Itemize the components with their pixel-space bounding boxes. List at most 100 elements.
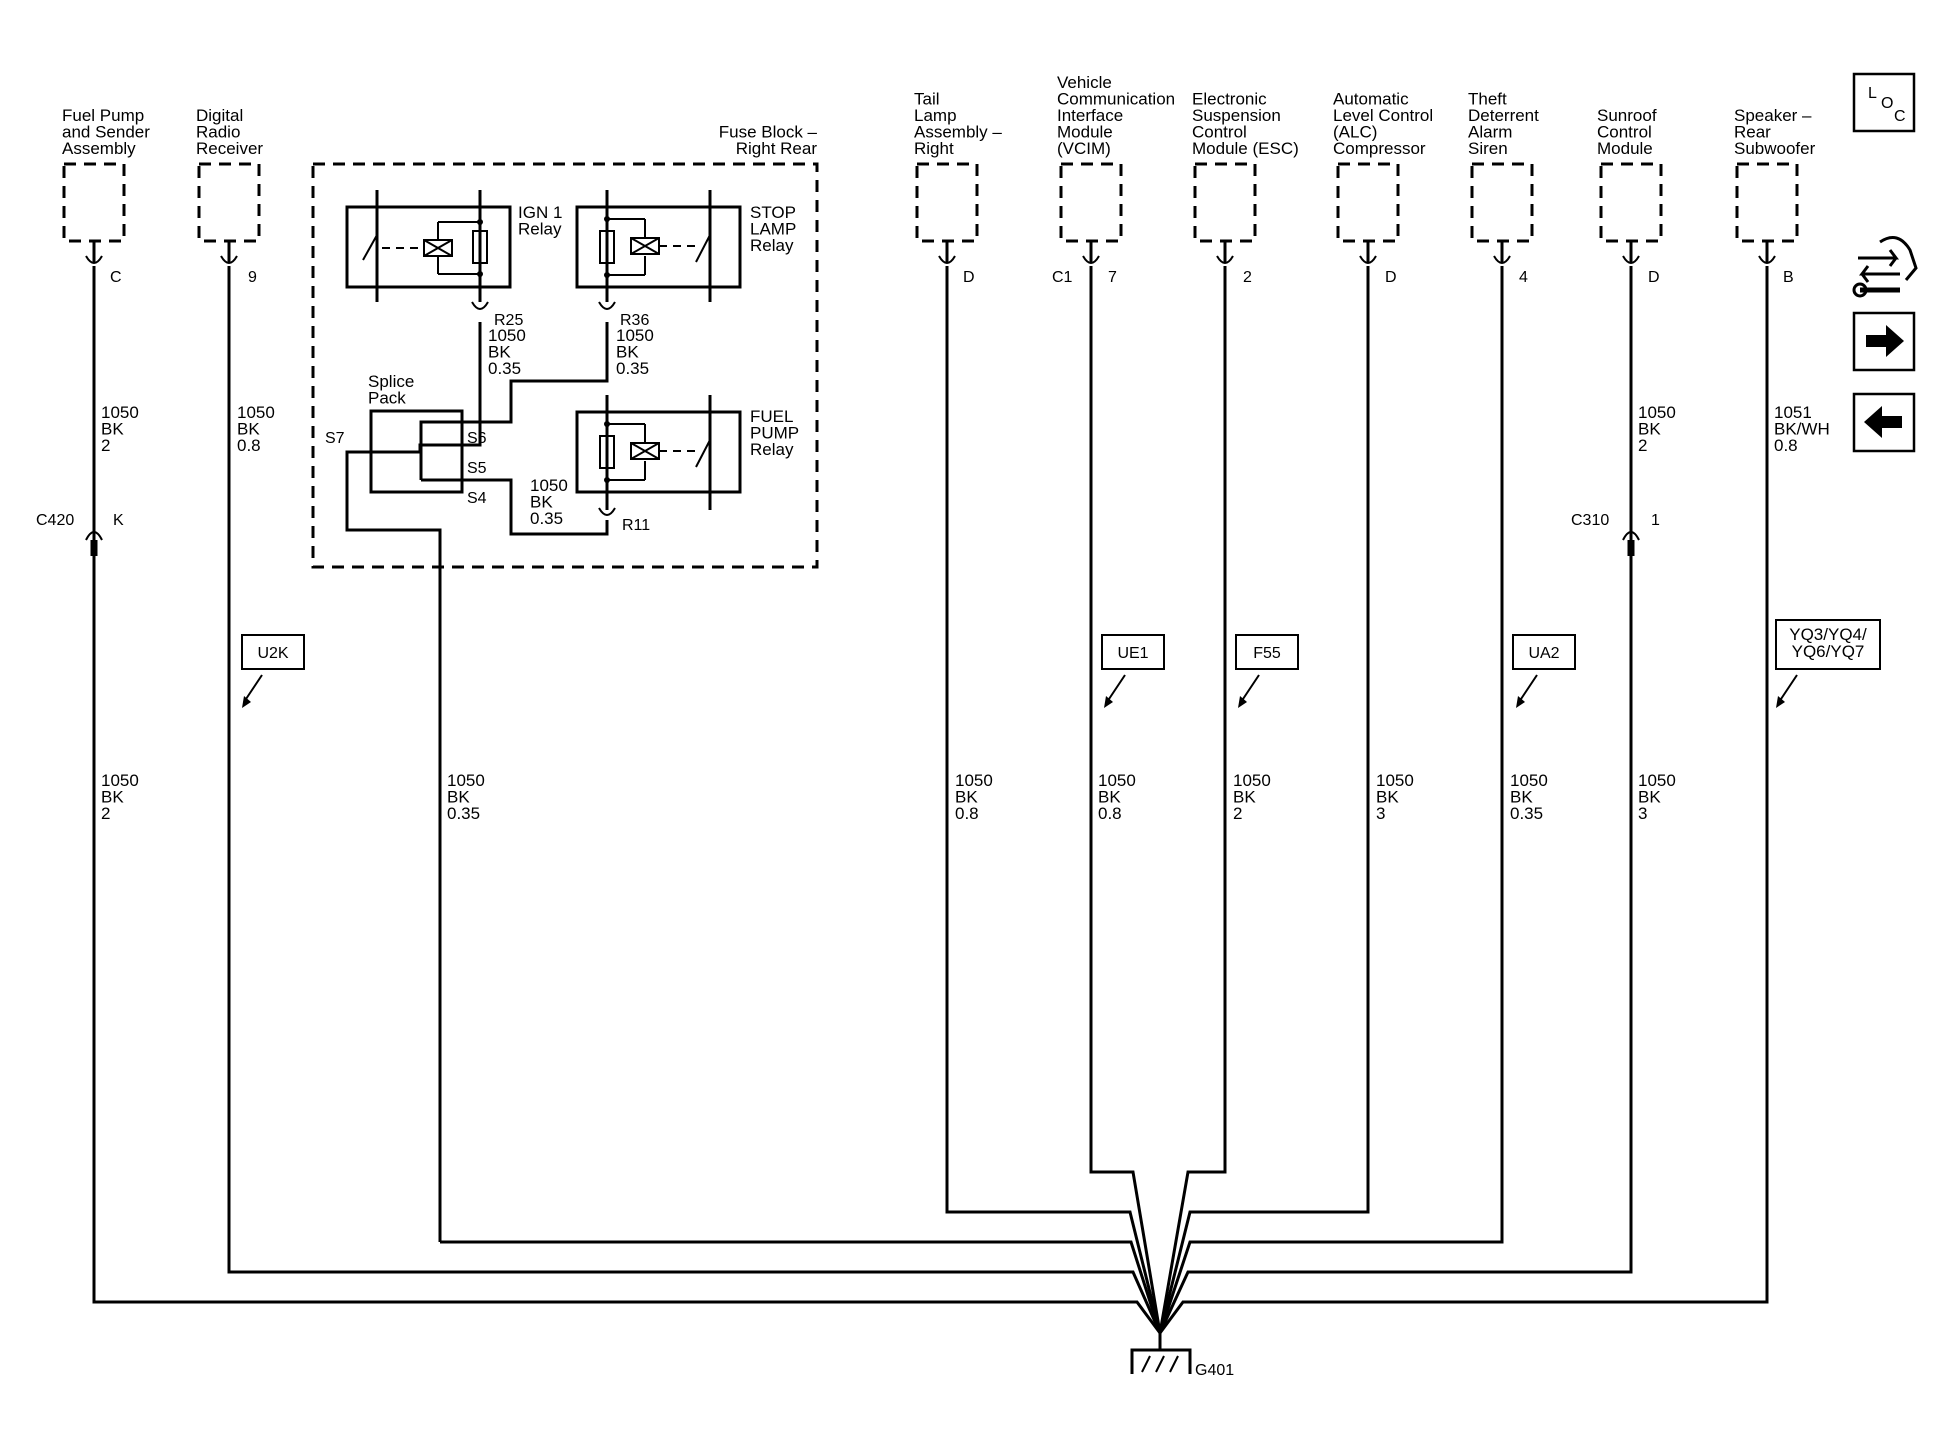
- option-yq-text: YQ3/YQ4/YQ6/YQ7: [1789, 625, 1867, 661]
- wire-fuel-pump-upper-line: 2: [101, 436, 110, 455]
- wire-tail-lamp-lower-line: 1050: [955, 771, 993, 790]
- splice-pack-label-line: Pack: [368, 389, 406, 408]
- pin-r36: R36: [620, 312, 649, 329]
- connector-vcim: C1: [1052, 269, 1073, 286]
- wire-r11-line: 1050: [530, 476, 568, 495]
- back-arrow-button[interactable]: [1852, 392, 1916, 453]
- label-theft-line: Theft: [1468, 90, 1507, 109]
- pin-digital-radio: 9: [248, 269, 257, 286]
- label-alc-line: Level Control: [1333, 106, 1433, 125]
- wire-alc-lower-line: 3: [1376, 804, 1385, 823]
- wire-alc-lower-line: BK: [1376, 788, 1399, 807]
- connector-c310-pin: 1: [1651, 512, 1660, 529]
- pin-tail-lamp: D: [963, 269, 975, 286]
- wire-alc-lower-line: 1050: [1376, 771, 1414, 790]
- label-alc-line: Compressor: [1333, 139, 1426, 158]
- label-vcim: VehicleCommunicationInterfaceModule(VCIM…: [1057, 73, 1175, 158]
- forward-arrow-button[interactable]: [1852, 311, 1916, 372]
- label-esc-line: Module (ESC): [1192, 139, 1299, 158]
- pin-s5: S5: [467, 460, 487, 477]
- wire-vcim-lower-line: 1050: [1098, 771, 1136, 790]
- wire-digital-radio-upper-line: BK: [237, 420, 260, 439]
- wire-r36-line: 0.35: [616, 359, 649, 378]
- wire-esc-lower-line: 1050: [1233, 771, 1271, 790]
- option-ua2-text: UA2: [1528, 645, 1559, 662]
- pin-r11: R11: [622, 517, 650, 534]
- label-theft-line: Siren: [1468, 139, 1508, 158]
- option-ue1-text: UE1: [1117, 645, 1148, 662]
- label-vcim-line: (VCIM): [1057, 139, 1111, 158]
- pin-s7: S7: [325, 430, 345, 447]
- wire-theft-lower-line: BK: [1510, 788, 1533, 807]
- box-tail-lamp: [915, 162, 979, 243]
- wire-r11-line: BK: [530, 493, 553, 512]
- wire-sunroof-lower-line: 3: [1638, 804, 1647, 823]
- label-digital-radio-line: Receiver: [196, 139, 263, 158]
- wire-esc-lower-line: BK: [1233, 788, 1256, 807]
- wire-digital-radio-upper-line: 1050: [237, 403, 275, 422]
- option-yq-text-line: YQ6/YQ7: [1792, 642, 1865, 661]
- label-tail-lamp-line: Right: [914, 139, 954, 158]
- loc-letter-o: O: [1881, 95, 1893, 112]
- fuel-pump-relay: [575, 395, 742, 510]
- option-ue1: [1101, 634, 1165, 708]
- pin-esc: 2: [1243, 269, 1252, 286]
- wire-esc-lower-line: 2: [1233, 804, 1242, 823]
- connector-c420-pin: K: [113, 512, 124, 529]
- label-fuel-pump-line: and Sender: [62, 123, 150, 142]
- box-vcim: [1059, 162, 1123, 243]
- box-speaker: [1735, 162, 1799, 243]
- ign1-relay-label-line: Relay: [518, 220, 562, 239]
- wire-splice-lower-line: 0.35: [447, 804, 480, 823]
- wire-sunroof-lower-line: 1050: [1638, 771, 1676, 790]
- ground-wires: [92, 266, 1769, 1334]
- option-f55-text: F55: [1253, 645, 1281, 662]
- relay-pins: [471, 287, 616, 516]
- pin-s6: S6: [467, 430, 487, 447]
- label-tail-lamp-line: Assembly –: [914, 123, 1002, 142]
- tools-icon[interactable]: [1852, 236, 1918, 298]
- pin-speaker: B: [1783, 269, 1794, 286]
- ign1-relay: [345, 190, 512, 302]
- wire-speaker-upper-line: BK/WH: [1774, 420, 1830, 439]
- connector-c310-name: C310: [1571, 512, 1609, 529]
- option-ua2: [1512, 634, 1576, 708]
- wire-vcim-lower-line: BK: [1098, 788, 1121, 807]
- label-digital-radio-line: Digital: [196, 106, 243, 125]
- pin-vcim: 7: [1108, 269, 1117, 286]
- label-fuel-pump-line: Assembly: [62, 139, 136, 158]
- label-vcim-line: Interface: [1057, 106, 1123, 125]
- wire-sunroof-lower-line: BK: [1638, 788, 1661, 807]
- wire-splice-lower-line: 1050: [447, 771, 485, 790]
- option-yq: [1775, 619, 1881, 708]
- stop-lamp-relay: [575, 190, 742, 302]
- wire-r25-line: BK: [488, 343, 511, 362]
- pin-s4: S4: [467, 490, 487, 507]
- wire-fuel-pump-lower-line: BK: [101, 788, 124, 807]
- fuel-pump-relay-label-line: FUEL: [750, 407, 793, 426]
- box-digital-radio: [197, 162, 261, 243]
- wire-sunroof-upper-line: 1050: [1638, 403, 1676, 422]
- box-fuel-pump: [62, 162, 126, 243]
- loc-button[interactable]: L O C: [1852, 72, 1916, 133]
- label-alc-line: (ALC): [1333, 123, 1377, 142]
- fuse-block-right-rear: [311, 162, 819, 569]
- label-vcim-line: Module: [1057, 123, 1113, 142]
- ground-g401: [1130, 1333, 1192, 1374]
